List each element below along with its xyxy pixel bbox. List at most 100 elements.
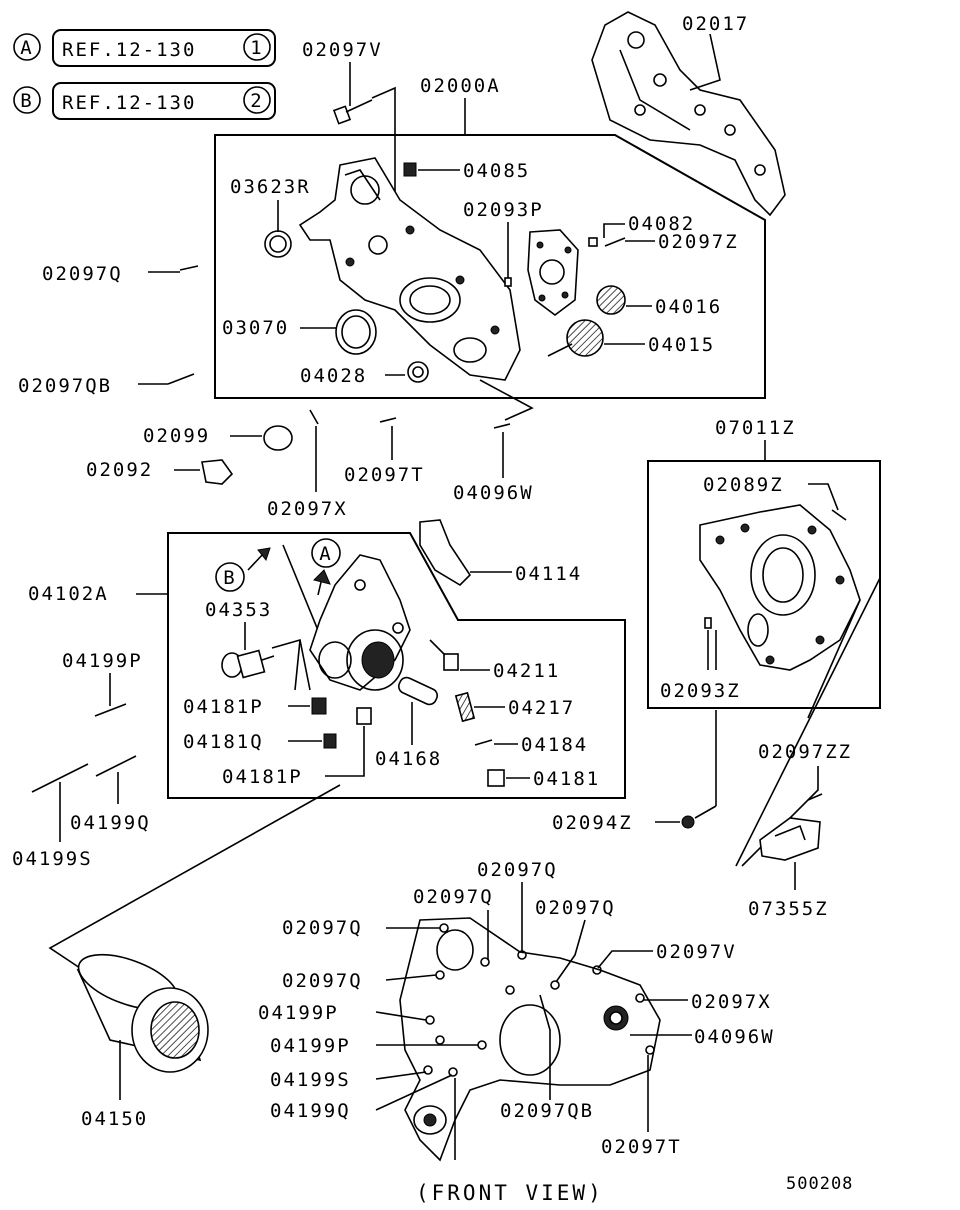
label-02097q-left: 02097Q <box>42 263 123 285</box>
label-front-02097qb: 02097QB <box>500 1100 594 1122</box>
oil-filter-04150 <box>76 953 209 1073</box>
badge-a <box>311 538 341 568</box>
label-front-02097q-5: 02097Q <box>282 970 363 992</box>
label-07355z: 07355Z <box>748 898 829 920</box>
bolt-02097zz <box>807 793 823 801</box>
label-04016: 04016 <box>655 296 722 318</box>
label-04168: 04168 <box>375 748 442 770</box>
label-04082: 04082 <box>628 213 695 235</box>
bolt-02097t <box>379 417 397 423</box>
gear-04016 <box>596 285 626 315</box>
bracket-07355z <box>759 817 821 861</box>
label-02097v-top: 02097V <box>302 39 383 61</box>
label-front-02097q-3: 02097Q <box>535 897 616 919</box>
label-front-04199s: 04199S <box>270 1069 351 1091</box>
seal-04028 <box>407 361 429 383</box>
label-02093z: 02093Z <box>660 680 741 702</box>
ref-a-text: REF.12-130 <box>62 39 196 61</box>
label-02097t-mid: 02097T <box>344 464 425 486</box>
plug-04211 <box>443 653 459 671</box>
label-07011z: 07011Z <box>715 417 796 439</box>
oil-pump-cover <box>527 229 579 316</box>
sensor-04353 <box>221 649 275 679</box>
plug-04085 <box>403 162 417 177</box>
label-front-04199p-1: 04199P <box>258 1002 339 1024</box>
label-04217: 04217 <box>508 697 575 719</box>
front-case-body <box>298 157 521 381</box>
label-04199p-left: 04199P <box>62 650 143 672</box>
bolt-04199q <box>95 755 137 777</box>
label-02094z: 02094Z <box>552 812 633 834</box>
label-02017: 02017 <box>682 13 749 35</box>
badge-b-letter: B <box>223 567 236 589</box>
plug-04181p-b <box>356 707 372 725</box>
label-front-04199q: 04199Q <box>270 1100 351 1122</box>
seal-03070 <box>335 309 377 355</box>
front-view-caption: (FRONT VIEW) <box>416 1181 604 1205</box>
label-04199s-left: 04199S <box>12 848 93 870</box>
label-front-04199p-2: 04199P <box>270 1035 351 1057</box>
label-04211: 04211 <box>493 660 560 682</box>
ref-legend-a: A REF.12-130 1 <box>13 29 276 67</box>
oil-filter-bracket <box>309 554 411 691</box>
ref-legend-b: B REF.12-130 2 <box>13 82 276 120</box>
plug-04181p-a <box>311 697 327 715</box>
gasket-02017 <box>591 11 786 217</box>
label-04184: 04184 <box>521 734 588 756</box>
diagram-id: 500208 <box>786 1174 853 1194</box>
seal-03623r <box>264 230 292 258</box>
label-02097x-mid: 02097X <box>267 498 348 520</box>
bolt-02097q <box>179 265 199 271</box>
label-front-04096w: 04096W <box>694 1026 775 1048</box>
label-front-02097q-2: 02097Q <box>413 886 494 908</box>
bolt-02097x <box>309 409 319 425</box>
label-02097z: 02097Z <box>658 231 739 253</box>
bolt-02097v <box>332 99 373 125</box>
label-02089z: 02089Z <box>703 474 784 496</box>
label-04028: 04028 <box>300 365 367 387</box>
label-front-02097x: 02097X <box>691 991 772 1013</box>
pin-02093z <box>704 617 712 629</box>
assembly-box-02000a <box>214 134 766 399</box>
bolt-02097qb <box>167 373 195 385</box>
oring-02099 <box>263 425 293 451</box>
label-04199q-left: 04199Q <box>70 812 151 834</box>
label-04114: 04114 <box>515 563 582 585</box>
ref-b-num: 2 <box>250 90 263 112</box>
ref-a-num: 1 <box>250 37 263 59</box>
bolt-04199p <box>94 703 127 717</box>
front-view-assembly <box>399 917 661 1162</box>
bolt-02097z <box>604 237 626 247</box>
label-02093p: 02093P <box>463 199 544 221</box>
pin-04184 <box>474 739 493 746</box>
ref-b-text: REF.12-130 <box>62 92 196 114</box>
badge-a-letter: A <box>319 543 332 565</box>
label-03623r: 03623R <box>230 176 311 198</box>
stud-02089z <box>831 509 847 521</box>
assembly-box-07011z <box>647 460 881 709</box>
label-04181p-a: 04181P <box>183 696 264 718</box>
plug-04181q <box>323 733 337 749</box>
gasket-02092 <box>201 459 234 485</box>
label-04096w-mid: 04096W <box>453 482 534 504</box>
screw-04082 <box>588 237 598 247</box>
label-02097zz: 02097ZZ <box>758 741 852 763</box>
ref-a-letter: A <box>20 37 33 59</box>
rear-case-07011z <box>699 504 861 671</box>
label-02092: 02092 <box>86 459 153 481</box>
label-04085: 04085 <box>463 160 530 182</box>
spring-04217 <box>454 691 476 723</box>
bolt-04199s <box>31 763 89 793</box>
label-04181p-b: 04181P <box>222 766 303 788</box>
label-02097qb-left: 02097QB <box>18 375 112 397</box>
assembly-box-04102a <box>167 532 626 799</box>
gasket-04114 <box>419 519 472 587</box>
label-front-02097q-4: 02097Q <box>282 917 363 939</box>
bolt-04096w <box>493 423 511 429</box>
ref-b-letter: B <box>20 90 33 112</box>
valve-04168 <box>397 676 439 706</box>
label-04015: 04015 <box>648 334 715 356</box>
label-04150: 04150 <box>81 1108 148 1130</box>
label-front-02097t: 02097T <box>601 1136 682 1158</box>
